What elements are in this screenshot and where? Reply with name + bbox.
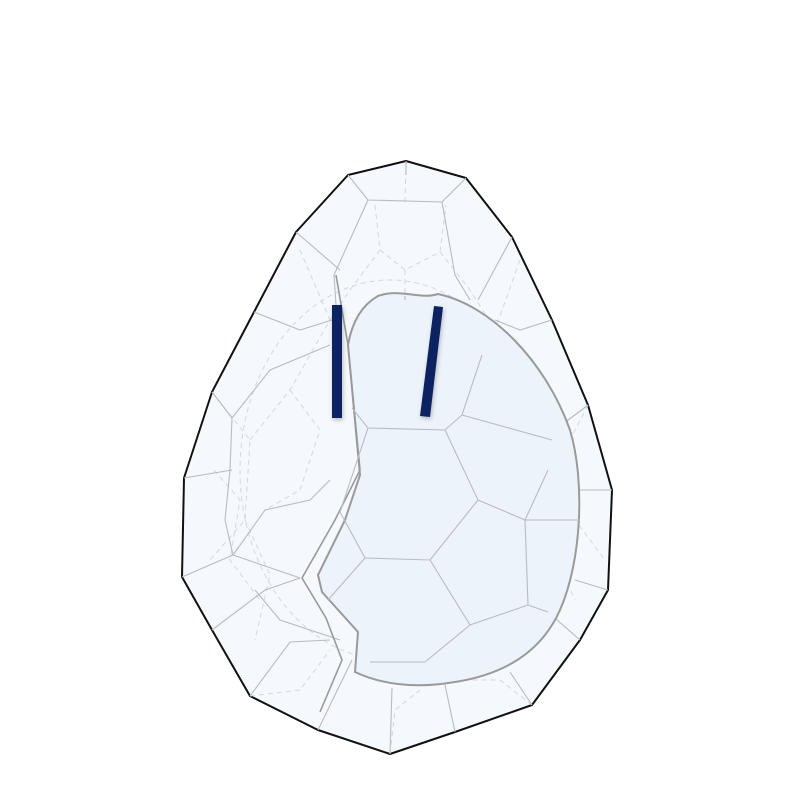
left-marker-bar	[332, 305, 342, 418]
